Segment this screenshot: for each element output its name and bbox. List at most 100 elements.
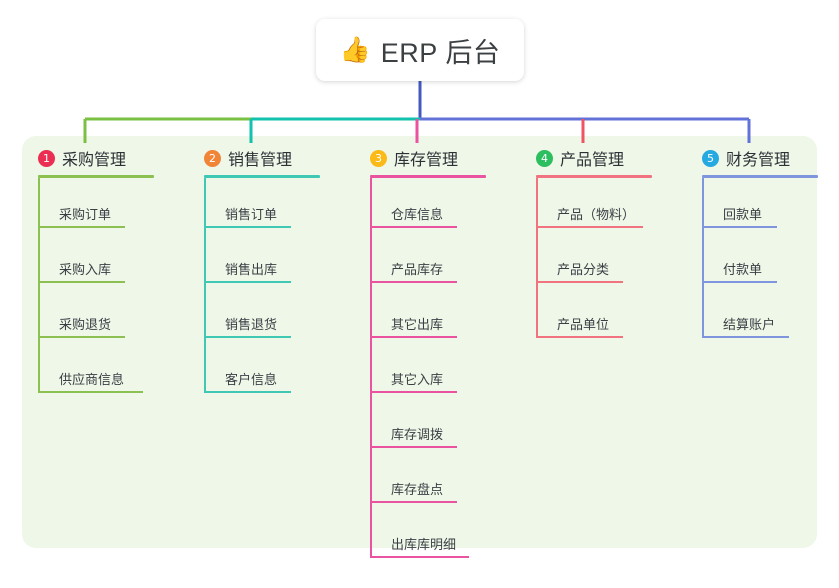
leaf-list: 回款单付款单结算账户 — [702, 178, 814, 343]
leaf-item[interactable]: 采购入库 — [38, 233, 150, 288]
leaf-label: 结算账户 — [723, 317, 776, 332]
branch-4[interactable]: 4 产品管理产品（物料） 产品分类产品单位 — [536, 146, 652, 343]
branch-header-4[interactable]: 4 产品管理 — [536, 146, 648, 170]
leaf-item[interactable]: 结算账户 — [702, 288, 814, 343]
leaf-rule — [205, 391, 291, 393]
leaf-label: 销售出库 — [225, 262, 278, 277]
leaf-item[interactable]: 供应商信息 — [38, 343, 150, 398]
leaf-item[interactable]: 回款单 — [702, 178, 814, 233]
leaf-item[interactable]: 仓库信息 — [370, 178, 482, 233]
branch-spine — [38, 178, 40, 393]
leaf-item[interactable]: 其它入库 — [370, 343, 482, 398]
leaf-label: 产品库存 — [391, 262, 444, 277]
leaf-rule — [371, 391, 457, 393]
leaf-item[interactable]: 出库库明细 — [370, 508, 482, 563]
leaf-rule — [703, 226, 777, 228]
leaf-rule — [205, 226, 291, 228]
branch-number-badge: 5 — [702, 149, 719, 167]
branch-underline — [204, 175, 320, 178]
leaf-label: 采购退货 — [59, 317, 112, 332]
branch-header-3[interactable]: 3 库存管理 — [370, 146, 482, 170]
leaf-label: 采购订单 — [59, 207, 112, 222]
leaf-item[interactable]: 客户信息 — [204, 343, 316, 398]
leaf-item[interactable]: 库存盘点 — [370, 453, 482, 508]
leaf-rule — [205, 281, 291, 283]
leaf-rule — [537, 226, 643, 228]
leaf-label: 库存盘点 — [391, 482, 444, 497]
leaf-item[interactable]: 销售订单 — [204, 178, 316, 233]
leaf-label: 产品（物料） — [557, 207, 636, 222]
leaf-item[interactable]: 其它出库 — [370, 288, 482, 343]
branch-number-badge: 4 — [536, 149, 553, 167]
leaf-label: 采购入库 — [59, 262, 112, 277]
branches-panel — [22, 136, 817, 548]
leaf-item[interactable]: 产品库存 — [370, 233, 482, 288]
branch-underline — [38, 175, 154, 178]
thumbs-up-icon: 👍 — [339, 35, 371, 64]
branch-number-badge: 3 — [370, 149, 387, 167]
leaf-rule — [371, 501, 457, 503]
branch-title: 产品管理 — [560, 152, 625, 169]
leaf-rule — [537, 281, 623, 283]
leaf-label: 销售退货 — [225, 317, 278, 332]
leaf-label: 产品单位 — [557, 317, 610, 332]
branch-header-5[interactable]: 5 财务管理 — [702, 146, 814, 170]
leaf-label: 库存调拨 — [391, 427, 444, 442]
leaf-rule — [537, 336, 623, 338]
branch-spine — [204, 178, 206, 393]
leaf-rule — [703, 281, 777, 283]
leaf-rule — [39, 281, 125, 283]
leaf-label: 付款单 — [723, 262, 763, 277]
leaf-list: 采购订单采购入库采购退货供应商信息 — [38, 178, 150, 398]
leaf-label: 销售订单 — [225, 207, 278, 222]
branch-title: 库存管理 — [394, 152, 459, 169]
branch-number-badge: 1 — [38, 149, 55, 167]
leaf-rule — [39, 336, 125, 338]
branch-title: 财务管理 — [726, 152, 791, 169]
root-node[interactable]: 👍 ERP 后台 — [316, 19, 524, 81]
leaf-item[interactable]: 产品（物料） — [536, 178, 648, 233]
branch-spine — [536, 178, 538, 338]
leaf-rule — [371, 446, 457, 448]
branch-underline — [702, 175, 818, 178]
leaf-rule — [703, 336, 789, 338]
leaf-item[interactable]: 采购退货 — [38, 288, 150, 343]
leaf-label: 客户信息 — [225, 372, 278, 387]
branch-underline — [370, 175, 486, 178]
branch-title: 采购管理 — [62, 152, 127, 169]
branch-underline — [536, 175, 652, 178]
leaf-list: 仓库信息产品库存其它出库其它入库库存调拨库存盘点出库库明细 — [370, 178, 482, 563]
leaf-label: 回款单 — [723, 207, 763, 222]
leaf-item[interactable]: 产品分类 — [536, 233, 648, 288]
leaf-rule — [39, 226, 125, 228]
leaf-rule — [39, 391, 143, 393]
leaf-item[interactable]: 采购订单 — [38, 178, 150, 233]
leaf-item[interactable]: 库存调拨 — [370, 398, 482, 453]
branch-spine — [370, 178, 372, 558]
branch-spine — [702, 178, 704, 338]
root-title: ERP 后台 — [380, 37, 501, 68]
leaf-rule — [371, 281, 457, 283]
branch-title: 销售管理 — [228, 152, 293, 169]
branch-header-1[interactable]: 1 采购管理 — [38, 146, 150, 170]
leaf-label: 其它出库 — [391, 317, 444, 332]
leaf-rule — [371, 226, 457, 228]
leaf-label: 产品分类 — [557, 262, 610, 277]
leaf-rule — [371, 556, 469, 558]
leaf-list: 产品（物料） 产品分类产品单位 — [536, 178, 648, 343]
leaf-item[interactable]: 付款单 — [702, 233, 814, 288]
leaf-list: 销售订单销售出库销售退货客户信息 — [204, 178, 316, 398]
leaf-label: 其它入库 — [391, 372, 444, 387]
leaf-item[interactable]: 产品单位 — [536, 288, 648, 343]
leaf-label: 出库库明细 — [391, 537, 457, 552]
leaf-item[interactable]: 销售退货 — [204, 288, 316, 343]
leaf-item[interactable]: 销售出库 — [204, 233, 316, 288]
leaf-label: 仓库信息 — [391, 207, 444, 222]
branch-5[interactable]: 5 财务管理回款单付款单结算账户 — [702, 146, 818, 343]
branch-3[interactable]: 3 库存管理仓库信息产品库存其它出库其它入库库存调拨库存盘点出库库明细 — [370, 146, 486, 563]
branch-1[interactable]: 1 采购管理采购订单采购入库采购退货供应商信息 — [38, 146, 154, 398]
leaf-rule — [371, 336, 457, 338]
